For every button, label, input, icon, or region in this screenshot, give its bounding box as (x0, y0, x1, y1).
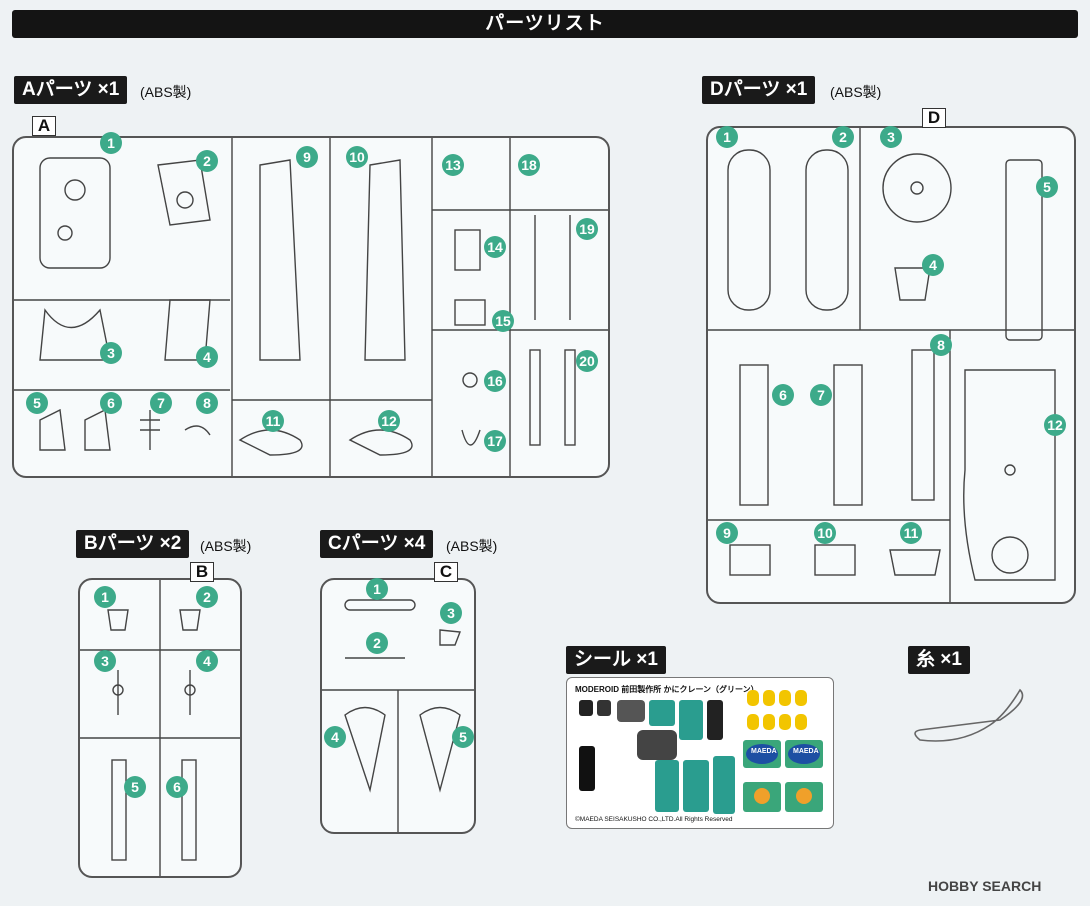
section-seal-label: シール ×1 (566, 646, 666, 674)
section-a-material: (ABS製) (140, 84, 192, 100)
sticker-sheet: MODEROID 前田製作所 かにクレーン（グリーン） (566, 677, 834, 829)
part-number: 14 (484, 236, 506, 258)
part-number: 4 (922, 254, 944, 276)
part-number: 12 (378, 410, 400, 432)
part-number: 18 (518, 154, 540, 176)
part-number: 1 (716, 126, 738, 148)
section-a-label: Aパーツ ×1 (14, 76, 128, 104)
part-number: 1 (94, 586, 116, 608)
runner-a-letter: A (32, 116, 56, 136)
part-number: 3 (100, 342, 122, 364)
part-number: 7 (810, 384, 832, 406)
part-number: 3 (880, 126, 902, 148)
part-number: 5 (26, 392, 48, 414)
sticker-header: MODEROID 前田製作所 かにクレーン（グリーン） (575, 685, 759, 694)
part-number: 2 (366, 632, 388, 654)
runner-c-letter: C (434, 562, 458, 582)
part-number: 12 (1044, 414, 1066, 436)
page-title: パーツリスト (12, 10, 1078, 38)
section-b-material: (ABS製) (200, 538, 252, 554)
maeda-badge-right: MAEDA (793, 748, 819, 755)
part-number: 4 (196, 650, 218, 672)
part-number: 16 (484, 370, 506, 392)
part-number: 15 (492, 310, 514, 332)
section-d-label: Dパーツ ×1 (702, 76, 816, 104)
part-number: 17 (484, 430, 506, 452)
part-number: 2 (832, 126, 854, 148)
section-c-label: Cパーツ ×4 (320, 530, 434, 558)
runner-b-letter: B (190, 562, 214, 582)
part-number: 10 (346, 146, 368, 168)
part-number: 3 (94, 650, 116, 672)
part-number: 5 (124, 776, 146, 798)
part-number: 19 (576, 218, 598, 240)
part-number: 3 (440, 602, 462, 624)
section-d-material: (ABS製) (830, 84, 882, 100)
maeda-badge-left: MAEDA (751, 748, 777, 755)
part-number: 7 (150, 392, 172, 414)
part-number: 2 (196, 150, 218, 172)
part-number: 11 (900, 522, 922, 544)
part-number: 4 (324, 726, 346, 748)
part-number: 4 (196, 346, 218, 368)
part-number: 13 (442, 154, 464, 176)
part-number: 5 (1036, 176, 1058, 198)
part-number: 8 (196, 392, 218, 414)
section-b-label: Bパーツ ×2 (76, 530, 190, 558)
sticker-art (579, 690, 823, 814)
part-number: 6 (100, 392, 122, 414)
runner-d-letter: D (922, 108, 946, 128)
part-number: 9 (296, 146, 318, 168)
section-thread-label: 糸 ×1 (908, 646, 970, 674)
part-number: 10 (814, 522, 836, 544)
part-number: 6 (166, 776, 188, 798)
watermark: HOBBY SEARCH (928, 878, 1042, 894)
section-c-material: (ABS製) (446, 538, 498, 554)
part-number: 1 (366, 578, 388, 600)
sticker-copyright: ©MAEDA SEISAKUSHO CO.,LTD.All Rights Res… (575, 816, 733, 823)
part-number: 5 (452, 726, 474, 748)
part-number: 11 (262, 410, 284, 432)
part-number: 1 (100, 132, 122, 154)
part-number: 9 (716, 522, 738, 544)
part-number: 6 (772, 384, 794, 406)
part-number: 2 (196, 586, 218, 608)
part-number: 20 (576, 350, 598, 372)
part-number: 8 (930, 334, 952, 356)
